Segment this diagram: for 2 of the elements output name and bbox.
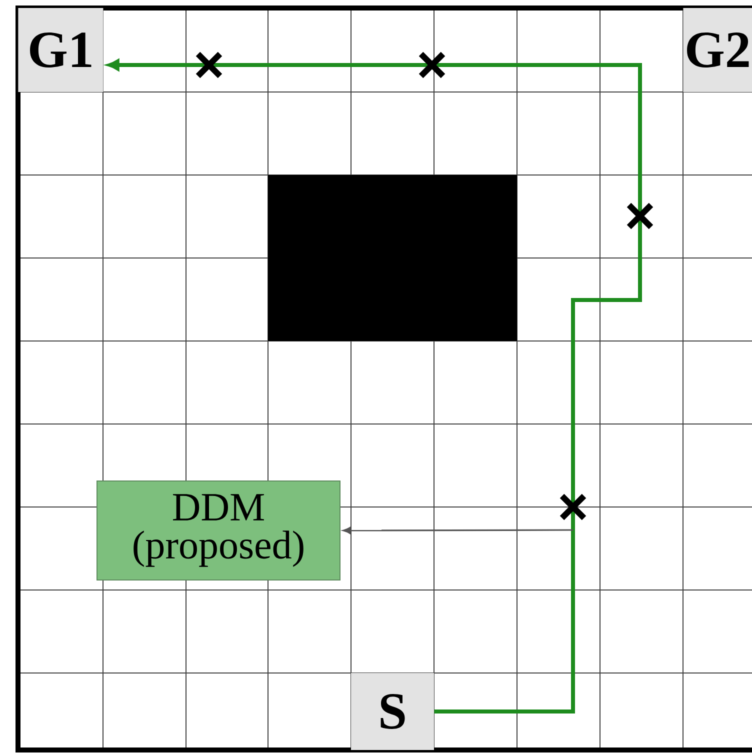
grid-cell-label: G2 (683, 8, 752, 92)
grid-cell-label: G1 (18, 8, 104, 92)
